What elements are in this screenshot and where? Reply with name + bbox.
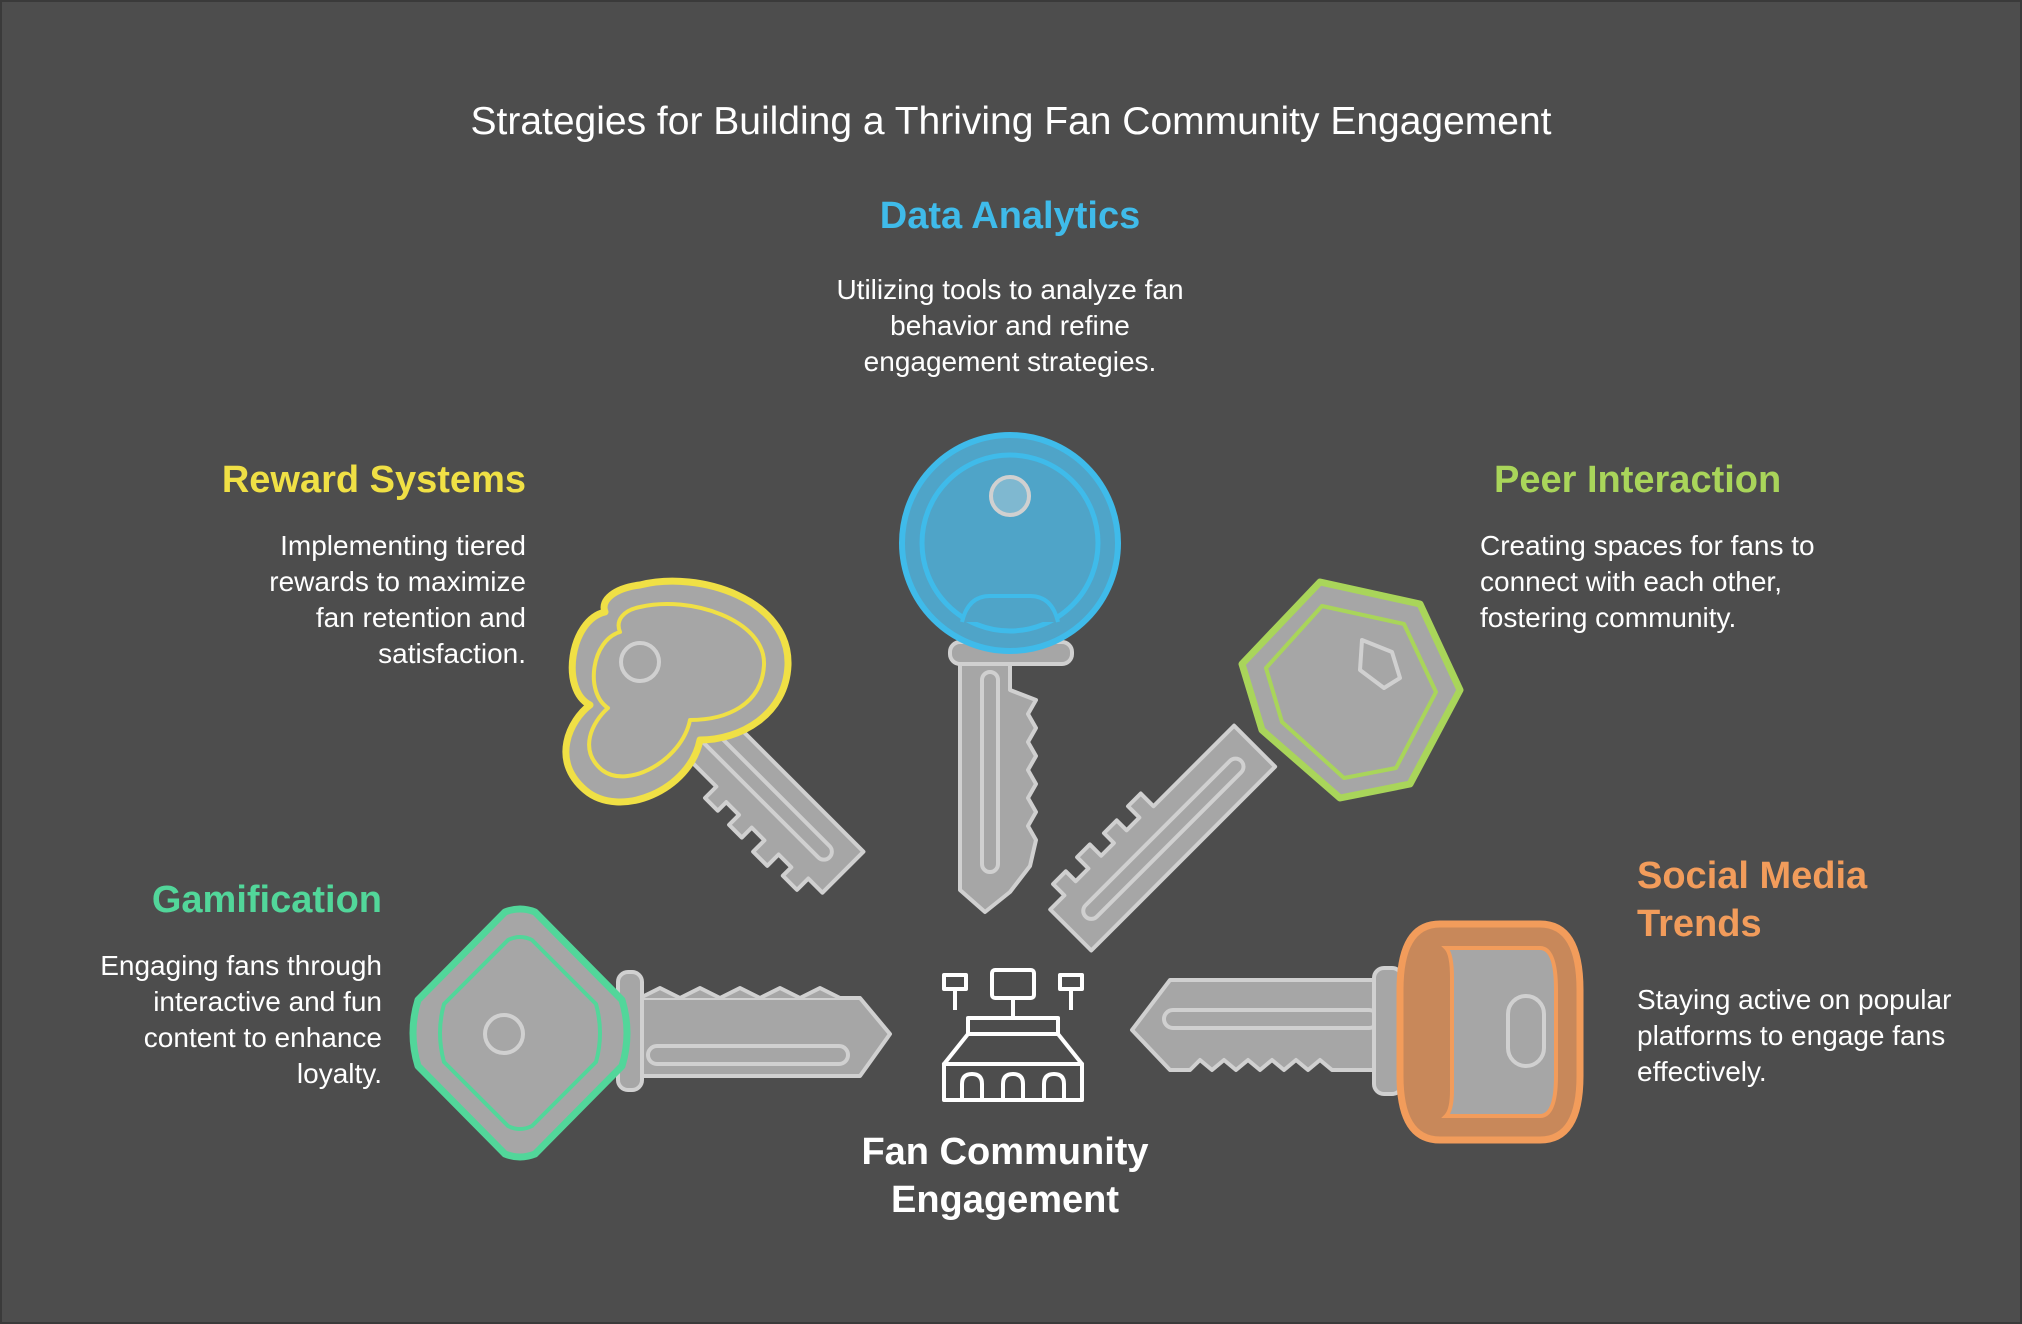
key-diamond-icon bbox=[409, 905, 892, 1161]
description-social-media-trends: Staying active on popular platforms to e… bbox=[1637, 984, 1952, 1087]
heading-reward-systems: Reward Systems bbox=[221, 459, 526, 501]
key-clover-icon bbox=[562, 577, 866, 895]
key-round-icon bbox=[899, 432, 1121, 914]
page-title: Strategies for Building a Thriving Fan C… bbox=[470, 100, 1552, 143]
description-data-analytics: Utilizing tools to analyze fan behavior … bbox=[836, 274, 1184, 377]
heading-social-media-trends: Social Media Trends bbox=[1637, 855, 1868, 945]
heading-data-analytics: Data Analytics bbox=[879, 195, 1141, 237]
description-reward-systems: Implementing tiered rewards to maximize … bbox=[269, 530, 526, 669]
description-gamification: Engaging fans through interactive and fu… bbox=[100, 950, 382, 1089]
description-peer-interaction: Creating spaces for fans to connect with… bbox=[1480, 530, 1815, 633]
heading-peer-interaction: Peer Interaction bbox=[1494, 459, 1782, 501]
center-label: Fan Community Engagement bbox=[861, 1131, 1149, 1221]
heading-gamification: Gamification bbox=[151, 879, 382, 921]
stadium-icon bbox=[942, 968, 1084, 1102]
key-rounded-rect-icon bbox=[1130, 920, 1584, 1144]
key-hexagon-icon bbox=[1048, 578, 1464, 953]
